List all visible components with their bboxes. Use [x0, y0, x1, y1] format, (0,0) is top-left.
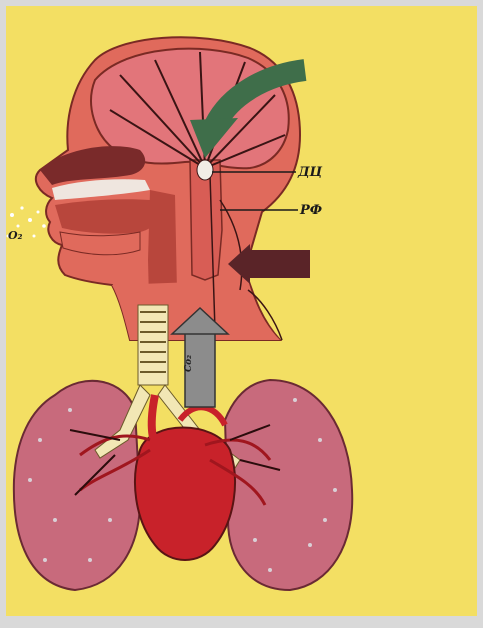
- dark-arrow-shaft: [248, 250, 310, 278]
- label-reticular-formation: РФ: [300, 204, 322, 217]
- label-oxygen: О₂: [8, 230, 22, 241]
- respiratory-center-marker: [197, 160, 213, 180]
- label-carbon-dioxide: Со₂: [185, 355, 194, 372]
- trachea-rings: [140, 312, 166, 372]
- label-respiratory-center: ДЦ: [298, 166, 322, 179]
- oral-cavity: [55, 199, 156, 233]
